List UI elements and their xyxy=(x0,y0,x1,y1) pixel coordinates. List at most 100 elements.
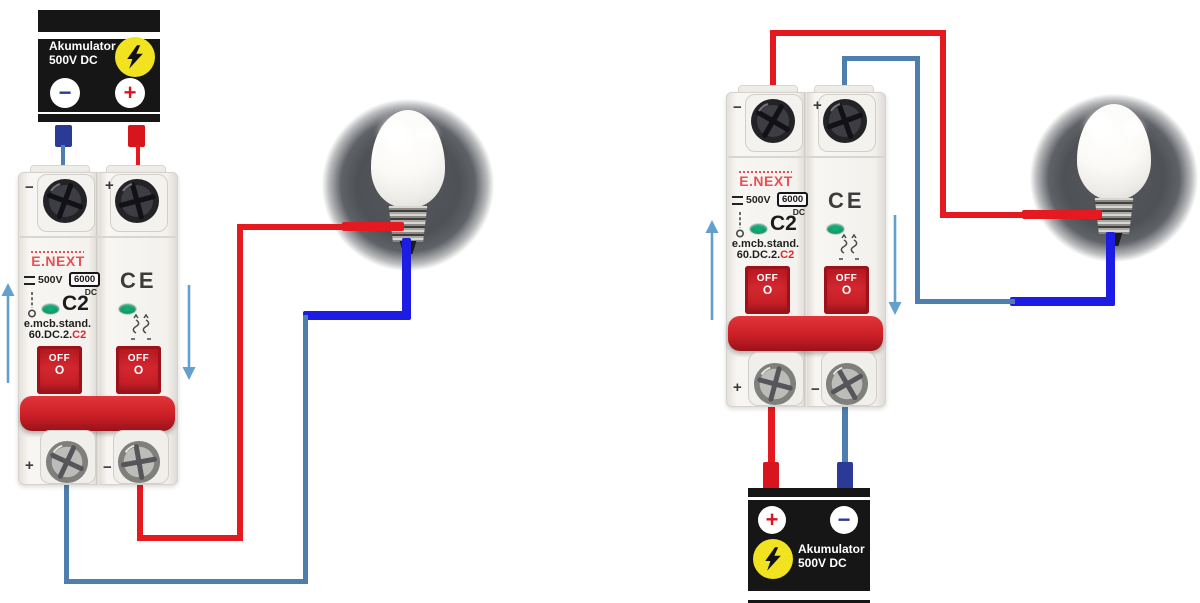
current-arrow-up-right xyxy=(705,220,719,320)
wire-red-lead-right xyxy=(768,405,775,467)
wire-red-segment xyxy=(940,30,946,218)
brand-logo: E.NEXT xyxy=(739,173,793,189)
toggle-off-label: OFF xyxy=(48,353,71,364)
battery-base-bar xyxy=(38,114,160,122)
wire-blue-lead-left xyxy=(61,145,65,180)
battery-label: Akumulator 500V DC xyxy=(49,39,116,67)
screw-terminal-icon xyxy=(45,440,89,484)
toggle-switch: OFF O xyxy=(37,346,82,394)
wire-blue-segment xyxy=(915,299,1015,304)
model-suffix: C2 xyxy=(780,249,795,261)
pole-divider xyxy=(96,172,99,485)
toggle-switch: OFF O xyxy=(745,266,790,314)
wire-red-segment xyxy=(237,224,243,541)
lightning-badge xyxy=(753,539,793,579)
screw-terminal-icon xyxy=(117,440,161,484)
polarity-label-top-right: + xyxy=(105,177,114,194)
polarity-label-bottom-left: + xyxy=(25,457,34,474)
wire-red-segment xyxy=(940,212,1028,218)
ce-mark: CE xyxy=(120,268,157,293)
wire-lug-battery-minus-left xyxy=(55,125,72,147)
current-arrow-down-left xyxy=(182,285,196,380)
trip-curve-icon xyxy=(131,313,151,340)
bulb-glass xyxy=(371,110,445,208)
battery-terminal-plus: + xyxy=(115,78,145,108)
case-groove xyxy=(20,236,176,238)
battery-voltage: 500V DC xyxy=(798,556,847,570)
rated-voltage: 500V xyxy=(732,194,771,206)
battery-terminal-minus: − xyxy=(830,506,858,534)
rating-label: C2 xyxy=(770,212,797,235)
wire-blue-thick-segment xyxy=(1010,297,1115,306)
battery-right: + − Akumulator 500V DC xyxy=(748,500,870,603)
toggle-switch: OFF O xyxy=(824,266,869,314)
current-type-label: DC xyxy=(792,207,805,217)
status-led xyxy=(827,224,844,234)
polarity-label-top-left: − xyxy=(733,99,742,116)
current-type-label: DC xyxy=(84,287,97,297)
wire-blue-segment xyxy=(842,56,920,61)
rating-label: C2 xyxy=(62,292,89,315)
battery-terminal-minus: − xyxy=(50,78,80,108)
battery-label: Akumulator 500V DC xyxy=(798,542,865,570)
pole-divider xyxy=(804,92,807,407)
wire-blue-segment xyxy=(64,477,69,584)
model-name-line2: 60.DC.2.C2 xyxy=(19,330,96,341)
plus-symbol: + xyxy=(765,507,779,532)
toggle-handle-bar xyxy=(728,316,883,351)
toggle-handle-bar xyxy=(20,396,175,431)
screw-terminal-icon xyxy=(751,99,795,143)
wire-blue-thick-from-bulb xyxy=(1106,232,1115,306)
wire-red-thick-to-bulb xyxy=(1022,210,1102,219)
toggle-o-symbol: O xyxy=(133,363,144,377)
current-arrow-up-left xyxy=(1,283,15,383)
toggle-o-symbol: O xyxy=(762,283,773,297)
polarity-label-bottom-left: + xyxy=(733,379,742,396)
status-led xyxy=(42,304,59,314)
model-name-line1: e.mcb.stand. xyxy=(23,318,92,330)
battery-stripe xyxy=(38,32,160,39)
plus-symbol: + xyxy=(123,80,137,105)
dc-symbol-icon xyxy=(24,275,35,285)
toggle-off-label: OFF xyxy=(835,273,858,284)
lightning-icon xyxy=(765,547,781,571)
wire-red-thick-to-bulb xyxy=(342,222,404,231)
screw-terminal-icon xyxy=(43,179,87,223)
status-led xyxy=(750,224,767,234)
current-arrow-down-right xyxy=(888,215,902,315)
rated-voltage: 500V xyxy=(24,274,63,286)
polarity-label-bottom-right: − xyxy=(811,381,820,398)
wire-blue-segment xyxy=(842,56,847,102)
toggle-off-label: OFF xyxy=(127,353,150,364)
screw-terminal-icon xyxy=(753,362,797,406)
model-prefix: 60.DC.2. xyxy=(736,249,781,261)
minus-symbol: − xyxy=(58,80,72,105)
wire-red-segment xyxy=(770,30,776,98)
screw-terminal-icon xyxy=(825,362,869,406)
wire-lug-battery-plus-left xyxy=(128,125,145,147)
minus-symbol: − xyxy=(837,507,851,532)
breaking-capacity-badge: 6000 xyxy=(69,272,101,287)
wire-blue-thick-from-bulb xyxy=(402,238,411,318)
wire-blue-segment xyxy=(64,579,308,584)
model-suffix: C2 xyxy=(72,329,87,341)
wire-blue-segment xyxy=(303,315,308,584)
case-groove xyxy=(728,156,884,158)
screw-terminal-icon xyxy=(823,99,867,143)
pole-schematic-icon xyxy=(735,212,745,238)
battery-stripe xyxy=(748,591,870,600)
model-prefix: 60.DC.2. xyxy=(28,329,73,341)
circuit-breaker-right: − + E.NEXT 500V 6000 DC C2 e.mcb.stand. … xyxy=(726,85,886,407)
dc-symbol-icon xyxy=(732,195,743,205)
battery-terminal-plus: + xyxy=(758,506,786,534)
brand-logo: E.NEXT xyxy=(31,253,85,269)
polarity-label-bottom-right: − xyxy=(103,459,112,476)
bulb-glass xyxy=(1077,104,1151,200)
battery-top-bar xyxy=(748,488,870,497)
wire-blue-lead-right xyxy=(842,405,848,467)
ce-mark: CE xyxy=(828,188,865,213)
battery-left: Akumulator 500V DC − + xyxy=(38,10,160,112)
wire-lug-battery-minus-right xyxy=(837,462,853,490)
breaking-capacity-badge: 6000 xyxy=(777,192,809,207)
